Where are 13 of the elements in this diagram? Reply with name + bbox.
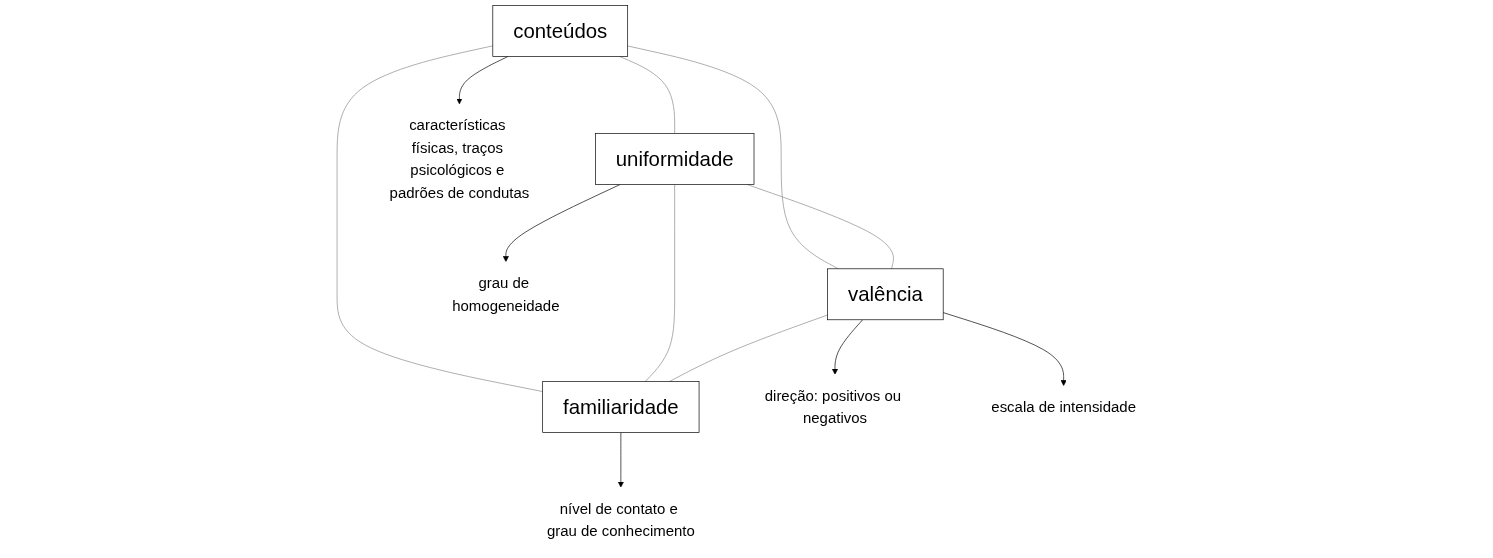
node-text: características físicas, traços psicológicos e padrões de condutas [389,116,530,202]
connector [644,184,675,382]
node-text: escala de intensidade [991,398,1136,416]
node-box [594,133,755,185]
node-box [827,268,944,321]
connector [627,45,839,270]
node-box [492,5,628,57]
connector [668,314,828,382]
node-text: grau de homogeneidade [452,274,560,314]
connector [336,45,543,392]
node-text: direção: positivos ou negativos [764,387,901,427]
node-text: nível de contato e grau de conhecimento [546,500,695,540]
node-box [542,381,700,433]
